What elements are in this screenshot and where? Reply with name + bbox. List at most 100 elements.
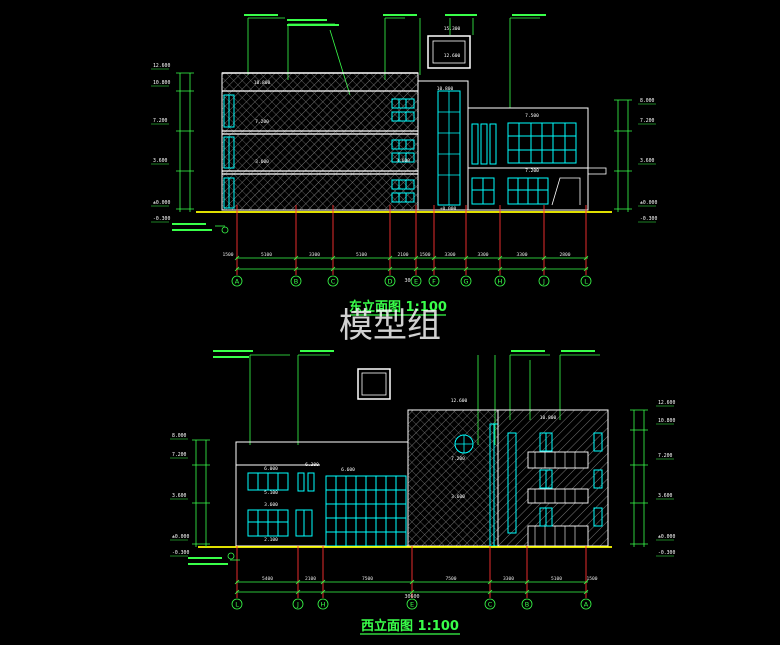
east-right-block [467, 107, 589, 211]
west-dim-tick [583, 579, 589, 585]
east-level-right: -0.300 [640, 216, 657, 222]
west-dim-tick [234, 579, 240, 585]
east-level-left: ±0.000 [153, 200, 170, 206]
east-axis-bubble [460, 275, 472, 287]
east-inner-level: 3.600 [396, 158, 410, 164]
west-level-right: 12.600 [658, 400, 675, 406]
west-dim-ticks [234, 579, 589, 595]
east-level-right: 8.000 [640, 98, 655, 104]
east-axis-bubble [410, 275, 422, 287]
west-drawing-title: 西立面图 1:100 [361, 618, 459, 634]
east-dim-tick [497, 266, 503, 272]
west-axis-label: A [584, 600, 589, 608]
west-dim-tick [234, 589, 240, 595]
west-right-windows [507, 432, 603, 534]
west-balcony-rails [534, 452, 576, 546]
east-note [172, 223, 229, 234]
west-main-wall-crosshatch [408, 410, 498, 546]
east-main-right-windows [391, 98, 415, 203]
west-dimension-label: 7500 [362, 576, 373, 582]
east-dim-tick [330, 255, 336, 261]
east-main-wall-crosshatch [222, 73, 418, 210]
east-axis-label: F [432, 277, 436, 285]
east-dim-tick [541, 266, 547, 272]
east-dimension-label: 2100 [397, 252, 408, 258]
east-inner-labels: 10.8007.2003.60012.60015.30010.8007.5007… [254, 26, 539, 212]
east-inner-level: 7.500 [525, 113, 539, 119]
west-axis-label: L [235, 600, 239, 608]
west-balconies [527, 451, 589, 547]
east-left-elev-chain [176, 72, 194, 212]
east-axis-bubble [580, 275, 592, 287]
west-top-notes [213, 350, 595, 358]
west-dim-tick [409, 589, 415, 595]
west-level-right: ±0.000 [658, 534, 675, 540]
west-inner-level: 6.000 [264, 466, 278, 472]
west-dim-tick [295, 589, 301, 595]
east-dim-tick [497, 255, 503, 261]
west-axis-label: E [410, 600, 414, 608]
east-inner-level: 10.800 [437, 86, 454, 92]
west-left-windows [247, 472, 315, 537]
east-axis-label: J [542, 277, 545, 285]
west-dimension-label: 7500 [445, 576, 456, 582]
east-inner-level: 3.600 [255, 159, 269, 165]
east-dim-tick [431, 255, 437, 261]
west-curtain-wall [325, 475, 407, 547]
east-dimension-label: 2800 [559, 252, 570, 258]
east-tower-top-inner [432, 40, 466, 64]
west-inner-level: 2.100 [264, 537, 278, 543]
east-axis-bubble [494, 275, 506, 287]
west-dim-tick [524, 589, 530, 595]
east-level-left: 12.600 [153, 63, 170, 69]
east-dimension-label: 5100 [261, 252, 272, 258]
east-dim-tick [463, 255, 469, 261]
east-dim-tick [413, 255, 419, 261]
west-inner-level: 12.600 [451, 398, 468, 404]
west-inner-level: 6.600 [341, 467, 355, 473]
west-level-right: -0.300 [658, 550, 675, 556]
west-inner-labels: 6.0006.3006.6005.1003.6002.10012.60010.8… [264, 398, 556, 543]
east-dim-ticks [234, 255, 589, 272]
east-dim-tick [234, 255, 240, 261]
east-dim-tick [293, 266, 299, 272]
west-dim-tick [295, 579, 301, 585]
west-dim-tick [320, 579, 326, 585]
west-dimension-label: 5400 [262, 576, 273, 582]
east-axis-lines [236, 205, 587, 275]
east-inner-level: 15.300 [444, 26, 461, 32]
west-axis-bubble [317, 598, 329, 610]
east-dimension-label: 3300 [516, 252, 527, 258]
east-axis-label: D [387, 277, 392, 285]
east-dim-tick [234, 266, 240, 272]
west-dimension-label: 2100 [305, 576, 316, 582]
west-total-dimension: 30600 [404, 594, 419, 600]
east-dim-tick [413, 266, 419, 272]
west-level-left: -0.300 [172, 550, 189, 556]
west-axis-lines [236, 546, 587, 598]
east-level-left: 10.800 [153, 80, 170, 86]
east-dim-tick [387, 255, 393, 261]
west-dim-tick [320, 589, 326, 595]
east-level-right: ±0.000 [640, 200, 657, 206]
east-axis-label: G [463, 277, 468, 285]
west-level-left: 7.200 [172, 452, 187, 458]
east-tower-top-frame [427, 35, 471, 69]
west-dim-tick [409, 579, 415, 585]
west-axis-bubble [231, 598, 243, 610]
west-inner-level: 3.600 [264, 502, 278, 508]
west-axis-bubble [484, 598, 496, 610]
east-floor-bands [222, 90, 418, 175]
east-dim-tick [330, 266, 336, 272]
east-elevation: 1500510033005100210015003300330033002800… [151, 14, 657, 316]
west-dimension-label: 5100 [551, 576, 562, 582]
west-inner-level: 3.600 [451, 494, 465, 500]
east-level-right: 7.200 [640, 118, 655, 124]
west-axis-label: B [525, 600, 529, 608]
